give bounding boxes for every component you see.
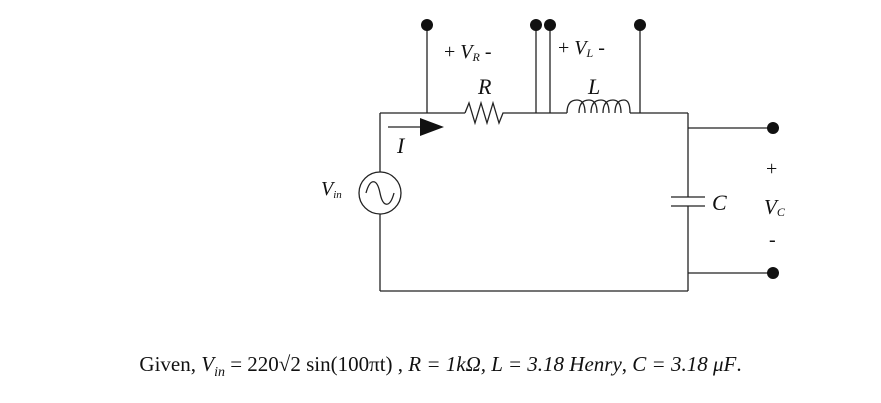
given-vin-var: V — [201, 352, 215, 376]
given-c-unit: μF — [712, 352, 737, 376]
given-r-expr: R = 1kΩ, — [408, 352, 492, 376]
vc-plus-label: + — [766, 158, 777, 180]
terminal-vc-minus — [767, 267, 779, 279]
vr-label: +VR- — [444, 41, 492, 64]
inductor-symbol — [566, 99, 631, 114]
given-c-expr: C = 3.18 — [632, 352, 713, 376]
terminal-vc-plus — [767, 122, 779, 134]
inductor-label: L — [587, 74, 600, 99]
vc-minus-label: - — [769, 229, 776, 251]
terminal-vr-minus — [530, 19, 542, 31]
vl-label: +VL- — [558, 37, 605, 60]
current-label: I — [396, 133, 406, 158]
given-end: . — [736, 352, 742, 376]
given-prefix: Given, — [139, 352, 202, 376]
capacitor-label: C — [712, 190, 727, 215]
resistor-symbol — [464, 100, 507, 126]
ac-source-circle — [358, 171, 402, 215]
given-equation: Given, Vin = 220√2 sin(100πt) , R = 1kΩ,… — [0, 352, 881, 381]
vin-label: Vin — [321, 178, 342, 201]
resistor-label: R — [477, 74, 492, 99]
terminal-vr-plus — [421, 19, 433, 31]
given-vin-sub: in — [214, 365, 225, 381]
current-arrow-icon — [420, 118, 444, 136]
given-l-unit: Henry — [569, 352, 622, 376]
given-l-expr: L = 3.18 — [491, 352, 570, 376]
ac-source-sine — [365, 181, 395, 205]
terminal-vl-plus — [544, 19, 556, 31]
given-vin-expr: = 220√2 sin(100πt) , — [224, 352, 409, 376]
terminal-vl-minus — [634, 19, 646, 31]
given-l-sep: , — [621, 352, 633, 376]
vc-label: VC — [764, 195, 786, 219]
